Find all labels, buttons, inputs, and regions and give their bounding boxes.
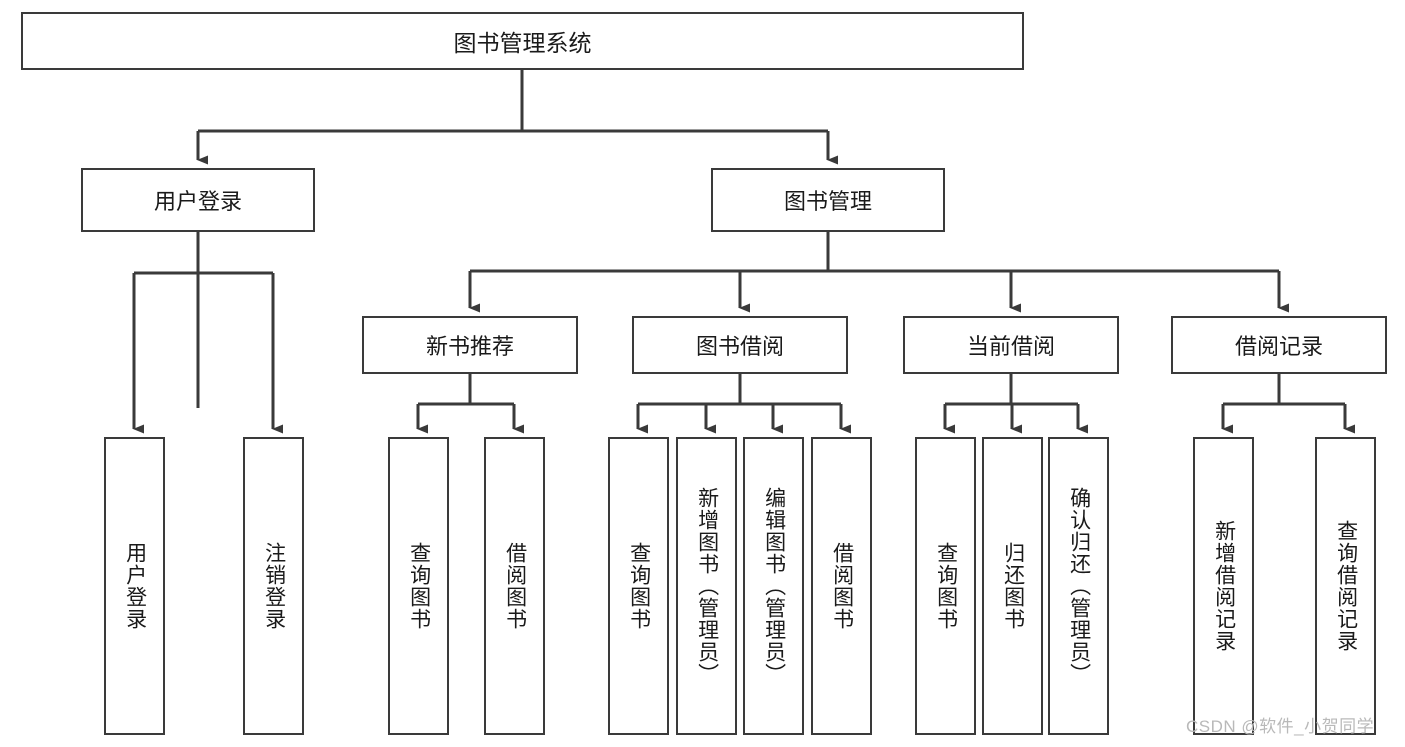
node-level1-book-management[interactable]: 图书管理: [711, 168, 945, 232]
leaf-label: 查询借阅记录: [1334, 520, 1358, 652]
leaf-label: 借阅图书: [503, 542, 527, 630]
node-label: 当前借阅: [966, 334, 1055, 359]
node-level2-book-borrow[interactable]: 图书借阅: [632, 316, 848, 374]
leaf-node[interactable]: 用户登录: [104, 437, 165, 735]
leaf-node[interactable]: 编辑图书（管理员）: [743, 437, 804, 735]
leaf-node[interactable]: 查询图书: [608, 437, 669, 735]
node-label: 图书借阅: [695, 334, 784, 359]
leaf-label: 用户登录: [123, 542, 147, 630]
leaf-label: 查询图书: [627, 542, 651, 630]
leaf-node[interactable]: 借阅图书: [484, 437, 545, 735]
leaf-label: 新增图书（管理员）: [695, 487, 719, 685]
leaf-label: 借阅图书: [830, 542, 854, 630]
node-level2-borrow-records[interactable]: 借阅记录: [1171, 316, 1387, 374]
leaf-label: 新增借阅记录: [1212, 520, 1236, 652]
leaf-label: 归还图书: [1001, 542, 1025, 630]
leaf-node[interactable]: 查询图书: [388, 437, 449, 735]
csdn-watermark: CSDN @软件_小贺同学: [1186, 717, 1375, 736]
node-label: 图书管理: [783, 189, 872, 214]
node-label: 新书推荐: [425, 334, 514, 359]
node-root-label: 图书管理系统: [453, 30, 592, 56]
leaf-node[interactable]: 查询图书: [915, 437, 976, 735]
leaf-node[interactable]: 查询借阅记录: [1315, 437, 1376, 735]
node-root[interactable]: 图书管理系统: [21, 12, 1024, 70]
leaf-node[interactable]: 新增图书（管理员）: [676, 437, 737, 735]
node-level2-current-borrow[interactable]: 当前借阅: [903, 316, 1119, 374]
node-label: 借阅记录: [1234, 334, 1323, 359]
leaf-node[interactable]: 归还图书: [982, 437, 1043, 735]
leaf-node[interactable]: 确认归还（管理员）: [1048, 437, 1109, 735]
leaf-node[interactable]: 借阅图书: [811, 437, 872, 735]
leaf-label: 查询图书: [934, 542, 958, 630]
leaf-label: 确认归还（管理员）: [1067, 487, 1091, 685]
node-label: 用户登录: [153, 189, 242, 214]
leaf-node[interactable]: 新增借阅记录: [1193, 437, 1254, 735]
leaf-node[interactable]: 注销登录: [243, 437, 304, 735]
node-level1-user-login[interactable]: 用户登录: [81, 168, 315, 232]
node-level2-new-book-recommend[interactable]: 新书推荐: [362, 316, 578, 374]
leaf-label: 注销登录: [262, 542, 286, 630]
leaf-label: 编辑图书（管理员）: [762, 487, 786, 685]
leaf-label: 查询图书: [407, 542, 431, 630]
